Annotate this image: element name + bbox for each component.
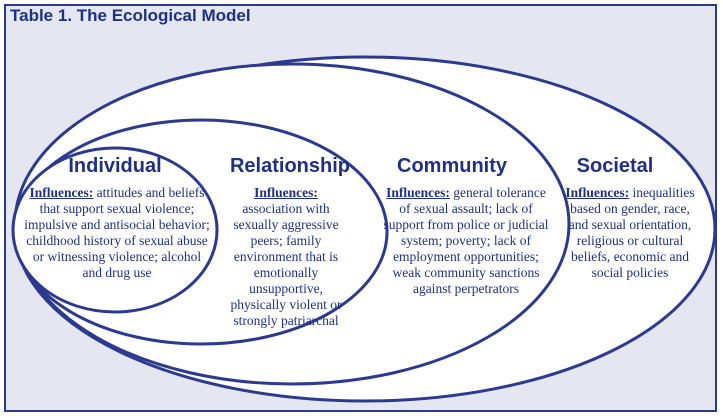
societal-influences-label: Influences: (565, 185, 630, 200)
community-description: Influences: general tolerance of sexual … (380, 185, 552, 297)
individual-description: Influences: attitudes and beliefs that s… (22, 185, 212, 281)
societal-heading: Societal (576, 155, 654, 177)
societal-influences-text: inequalities based on gender, race, and … (568, 185, 695, 280)
relationship-influences-text: association with sexually aggressive pee… (230, 201, 342, 328)
relationship-description: Influences: association with sexually ag… (226, 185, 346, 329)
ring-individual (11, 146, 219, 314)
community-influences-label: Influences: (386, 185, 450, 200)
societal-description: Influences: inequalities based on gender… (561, 185, 699, 281)
table-title: Table 1. The Ecological Model (10, 6, 251, 25)
individual-influences-label: Influences: (29, 185, 94, 200)
community-influences-text: general tolerance of sexual assault; lac… (383, 185, 549, 296)
relationship-heading: Relationship (229, 155, 350, 177)
relationship-influences-label: Influences: (254, 185, 318, 200)
individual-heading: Individual (68, 155, 162, 177)
individual-influences-text: attitudes and beliefs that support sexua… (24, 185, 210, 280)
community-heading: Community (397, 155, 507, 177)
